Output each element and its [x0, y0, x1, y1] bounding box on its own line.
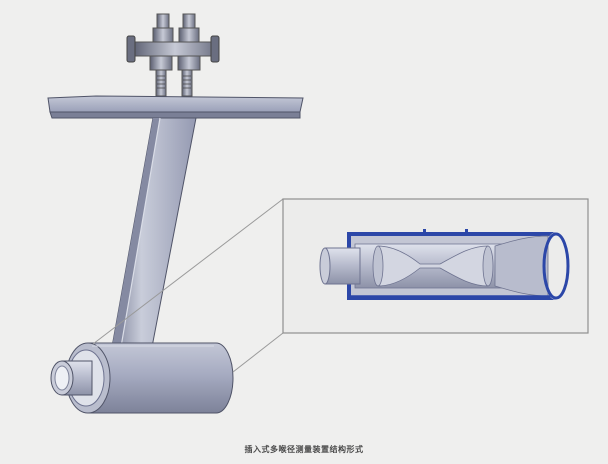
detail-leader-lines: [92, 198, 284, 373]
support-strut: [111, 117, 197, 348]
mounting-flange: [47, 95, 304, 119]
measuring-tube: [50, 342, 234, 414]
figure-caption: 插入式多喉径测量装置结构形式: [244, 445, 364, 454]
valve-manifold: [126, 13, 220, 97]
cross-section-model: [319, 229, 570, 300]
